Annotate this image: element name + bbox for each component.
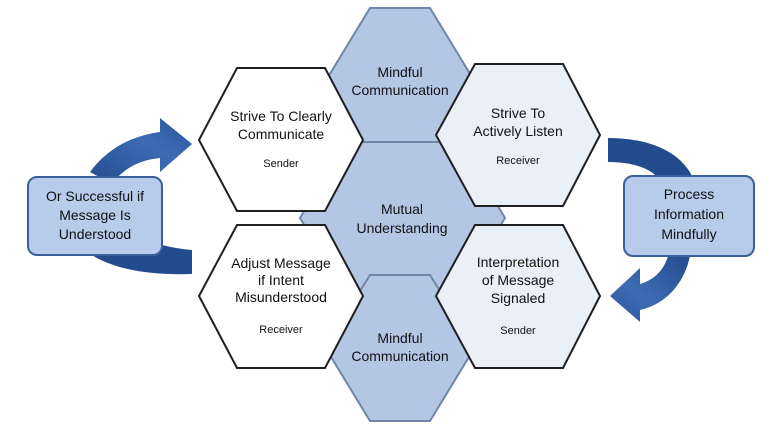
box-left-line1: Or Successful if <box>46 188 144 204</box>
hex-strive-listen-line1: Strive To <box>491 105 545 121</box>
left-curve-arrow-top <box>90 118 192 184</box>
hex-interpretation-line1: Interpretation <box>477 254 560 270</box>
hex-strive-listen: Strive To Actively Listen Receiver <box>434 63 602 207</box>
box-successful-understood: Or Successful if Message Is Understood <box>27 176 163 256</box>
right-curved-arrow <box>608 138 692 322</box>
hex-strive-communicate-line2: Communicate <box>238 126 325 142</box>
hex-strive-communicate: Strive To Clearly Communicate Sender <box>197 67 365 212</box>
right-curve-arrow-bottom <box>610 256 690 322</box>
hex-adjust-message-line2: if Intent <box>258 272 304 288</box>
hex-strive-listen-line2: Actively Listen <box>473 123 562 139</box>
hex-interpretation-role: Sender <box>500 325 536 337</box>
hex-adjust-message-role: Receiver <box>259 324 303 336</box>
hex-adjust-message-line3: Misunderstood <box>235 289 327 305</box>
box-right-line1: Process <box>664 186 715 202</box>
box-process-information: Process Information Mindfully <box>623 175 755 257</box>
hex-mindful-bottom-line1: Mindful <box>377 330 422 346</box>
hex-mindful-bottom: Mindful Communication <box>323 274 477 422</box>
box-left-line2: Message Is <box>59 207 131 223</box>
box-right-line3: Mindfully <box>661 226 716 242</box>
hex-strive-communicate-line1: Strive To Clearly <box>230 108 332 124</box>
box-left-line3: Understood <box>59 226 131 242</box>
right-curve-arrow-body <box>608 138 692 178</box>
hex-mindful-top-line2: Communication <box>351 82 448 98</box>
hex-adjust-message: Adjust Message if Intent Misunderstood R… <box>197 224 365 369</box>
hex-mutual-line1: Mutual <box>381 201 423 217</box>
hex-mindful-bottom-line2: Communication <box>351 348 448 364</box>
hex-interpretation-line2: of Message <box>482 272 555 288</box>
hex-strive-communicate-role: Sender <box>263 158 299 170</box>
hex-mutual-line2: Understanding <box>356 220 447 236</box>
hex-interpretation: Interpretation of Message Signaled Sende… <box>434 224 602 369</box>
hex-interpretation-line3: Signaled <box>491 290 546 306</box>
box-right-line2: Information <box>654 206 724 222</box>
hex-adjust-message-line1: Adjust Message <box>231 255 331 271</box>
hex-mindful-top-line1: Mindful <box>377 64 422 80</box>
hex-strive-listen-role: Receiver <box>496 155 540 167</box>
